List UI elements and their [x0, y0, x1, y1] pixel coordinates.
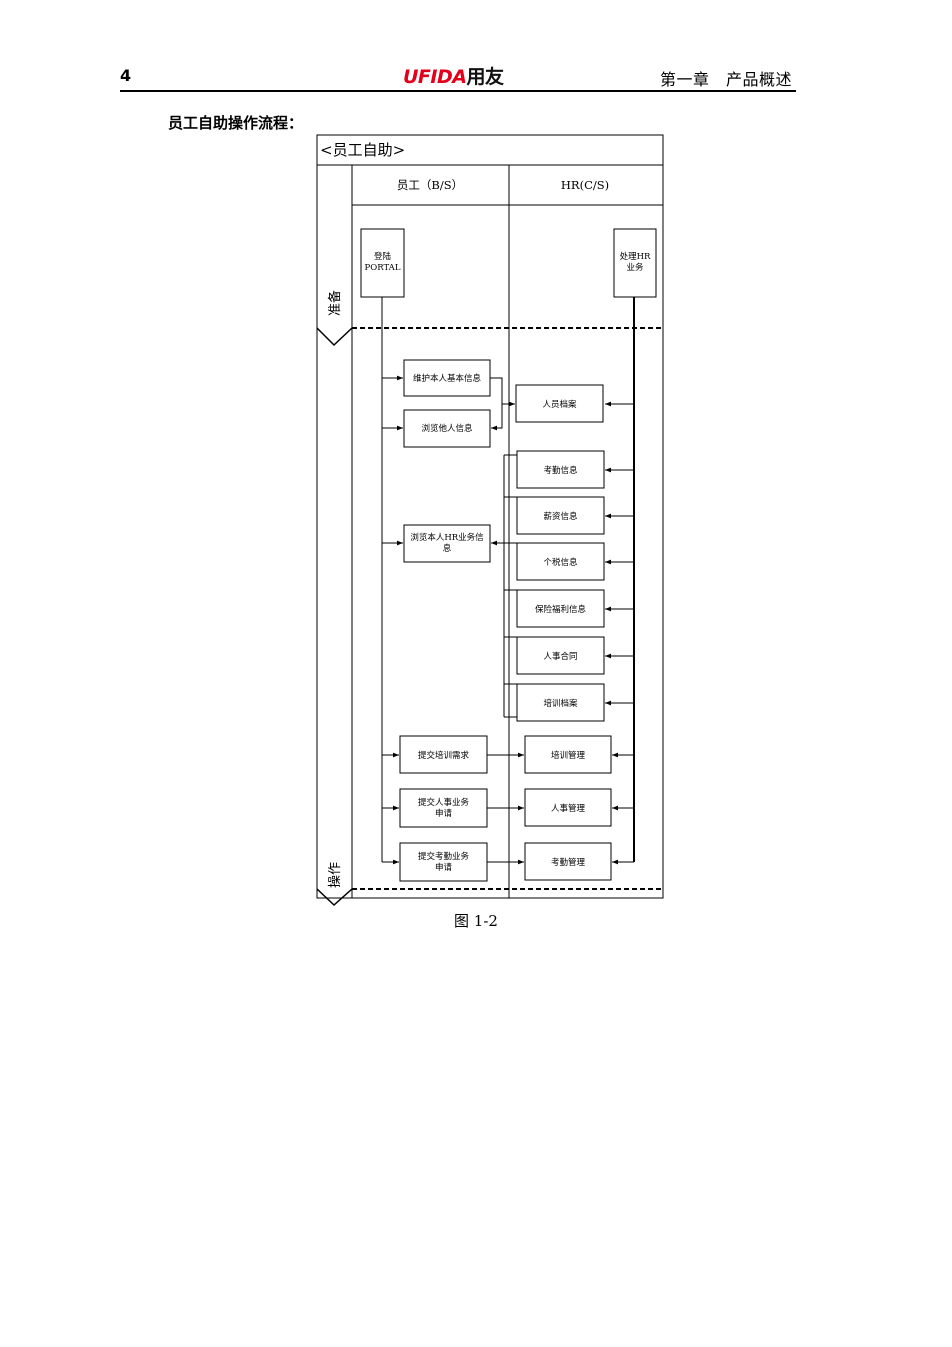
svg-text:浏览他人信息: 浏览他人信息 — [421, 423, 473, 434]
svg-text:培训档案: 培训档案 — [543, 698, 578, 709]
page-number: 4 — [120, 66, 132, 85]
section-title: 员工自助操作流程： — [168, 114, 304, 132]
node-hr-process: 处理HR 业务 — [613, 228, 657, 298]
svg-text:保险福利信息: 保险福利信息 — [535, 604, 587, 615]
node-browse-hr-line1: 浏览本人HR业务信 — [410, 532, 484, 543]
node-submit-personnel-line2: 申请 — [435, 808, 453, 819]
figure-caption: 图 1-2 — [454, 912, 498, 930]
node-submit-personnel-line1: 提交人事业务 — [418, 797, 470, 808]
chapter-title: 第一章 产品概述 — [659, 70, 792, 89]
node-hr-process-line1: 处理HR — [620, 251, 651, 262]
node-maintain-basic: 维护本人基本信息 — [403, 359, 491, 397]
node-hr-process-line2: 业务 — [626, 262, 644, 273]
lane-header-hr: HR(C/S) — [561, 178, 609, 192]
svg-text:培训管理: 培训管理 — [551, 750, 586, 761]
node-login-line2: PORTAL — [365, 263, 401, 273]
svg-text:个税信息: 个税信息 — [543, 557, 578, 568]
node-login: 登陆 PORTAL — [360, 228, 405, 298]
node-training-file: 培训档案 — [516, 683, 605, 722]
node-submit-attendance: 提交考勤业务 申请 — [399, 842, 488, 882]
svg-text:维护本人基本信息: 维护本人基本信息 — [413, 373, 482, 384]
page-header: 4 UFIDA用友 第一章 产品概述 — [120, 60, 796, 92]
node-personnel-file: 人员档案 — [515, 384, 604, 423]
connectors — [381, 297, 635, 865]
node-tax-info: 个税信息 — [516, 542, 605, 581]
phase-label-operate: 操作 — [327, 862, 343, 888]
node-login-line1: 登陆 — [374, 251, 392, 262]
logo-text-cn: 用友 — [466, 66, 504, 88]
node-browse-others: 浏览他人信息 — [403, 409, 491, 448]
node-submit-attendance-line1: 提交考勤业务 — [418, 851, 470, 862]
lane-header-employee: 员工（B/S） — [397, 178, 463, 192]
svg-text:薪资信息: 薪资信息 — [543, 511, 578, 522]
svg-text:提交培训需求: 提交培训需求 — [418, 750, 470, 761]
node-submit-training: 提交培训需求 — [399, 735, 488, 774]
pool-title: <员工自助> — [320, 141, 405, 159]
node-salary-info: 薪资信息 — [516, 496, 605, 535]
node-submit-personnel: 提交人事业务 申请 — [399, 788, 488, 828]
phase-label-prepare: 准备 — [327, 290, 343, 316]
node-attendance-mgmt: 考勤管理 — [524, 842, 612, 881]
node-submit-attendance-line2: 申请 — [435, 862, 453, 873]
node-browse-hr-line2: 息 — [443, 543, 452, 554]
svg-text:人员档案: 人员档案 — [542, 399, 577, 410]
node-contract: 人事合同 — [516, 636, 605, 675]
node-browse-hr: 浏览本人HR业务信 息 — [403, 524, 491, 563]
svg-text:人事合同: 人事合同 — [543, 651, 577, 662]
phase-separators — [316, 327, 663, 907]
svg-text:人事管理: 人事管理 — [551, 803, 586, 814]
svg-text:考勤管理: 考勤管理 — [551, 857, 586, 868]
node-attendance-info: 考勤信息 — [516, 450, 605, 489]
logo-text-en: UFIDA — [403, 66, 467, 88]
node-personnel-mgmt: 人事管理 — [524, 788, 612, 827]
node-training-mgmt: 培训管理 — [524, 735, 612, 774]
svg-text:考勤信息: 考勤信息 — [543, 465, 578, 476]
pool-frame — [316, 134, 664, 899]
node-insurance-info: 保险福利信息 — [516, 589, 605, 628]
ufida-logo: UFIDA用友 — [403, 62, 504, 89]
